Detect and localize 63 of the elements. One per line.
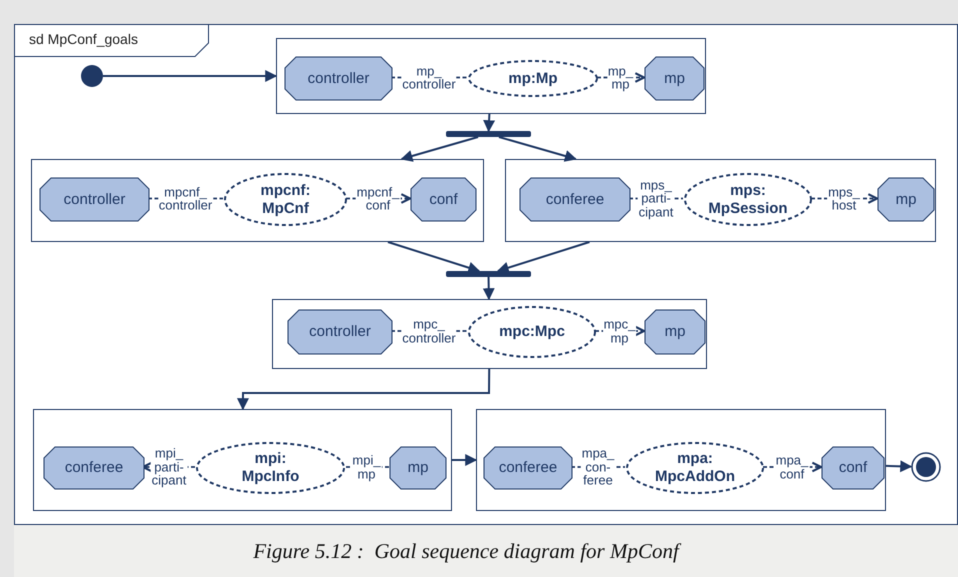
role-octagon [520,178,630,221]
role-name: conf [838,459,868,477]
goal-ellipse [224,173,347,226]
flow-arrow [452,454,478,466]
goal-box [272,299,707,369]
role-octagon [645,310,705,354]
role-octagon [390,447,446,489]
flow-arrow [886,460,912,472]
edge-label: mpcnf_ conf [356,184,400,212]
goal-box [505,159,936,242]
goal-ellipse [468,306,596,358]
role-name: controller [309,323,371,341]
edge-label: mpi_ mp [351,453,382,481]
flow-arrow [498,136,577,162]
edge-label: mpi_ parti- cipant [150,446,188,488]
initial-node [81,65,103,87]
goal-box [476,409,886,511]
goal-ellipse [626,442,764,494]
role-name: controller [64,190,126,208]
flow-arrow [483,114,496,132]
role-octagon [40,178,149,221]
final-node [911,452,941,482]
flow-arrow [400,136,478,162]
role-octagon [411,178,476,221]
role-name: mp [408,459,428,477]
diagram-frame [14,24,958,525]
goal-ellipse [684,173,812,226]
goal-name: mpcnf: MpCnf [260,182,310,218]
role-octagon [288,310,392,354]
flow-arrow [496,241,590,274]
role-name: controller [308,70,370,88]
flow-arrow [236,369,490,410]
goal-box [276,38,706,114]
role-name: mp [664,323,686,341]
flow-arrow [103,70,278,82]
goal-box [31,159,484,242]
goal-name: mps: MpSession [708,182,788,218]
flow-arrow [388,241,480,274]
edge-label: mpcnf_ controller [158,184,214,212]
role-octagon [484,447,572,489]
goal-ellipse [196,442,345,494]
role-name: mp [896,190,916,208]
fork-bar [446,131,531,137]
role-octagon [44,447,144,489]
role-name: conferee [546,190,604,208]
fork-bar [446,271,531,277]
role-name: conferee [498,459,558,477]
role-octagon [822,447,884,489]
role-octagon [878,178,934,221]
flow-arrow [482,276,495,300]
role-octagon [285,57,392,100]
goal-ellipse [468,60,598,97]
goal-name: mpc:Mpc [499,323,565,341]
figure-caption: Figure 5.12 : Goal sequence diagram for MpConf [253,538,679,564]
goal-box [33,409,452,511]
goal-name: mpi: MpcInfo [242,450,300,486]
frame-title: sd MpConf_goals [15,25,209,57]
role-name: conf [429,190,458,208]
role-octagon [645,57,704,100]
goal-name: mpa: MpcAddOn [655,450,735,486]
goal-name: mp:Mp [508,70,558,88]
role-name: conferee [64,459,124,477]
role-name: mp [664,70,685,88]
